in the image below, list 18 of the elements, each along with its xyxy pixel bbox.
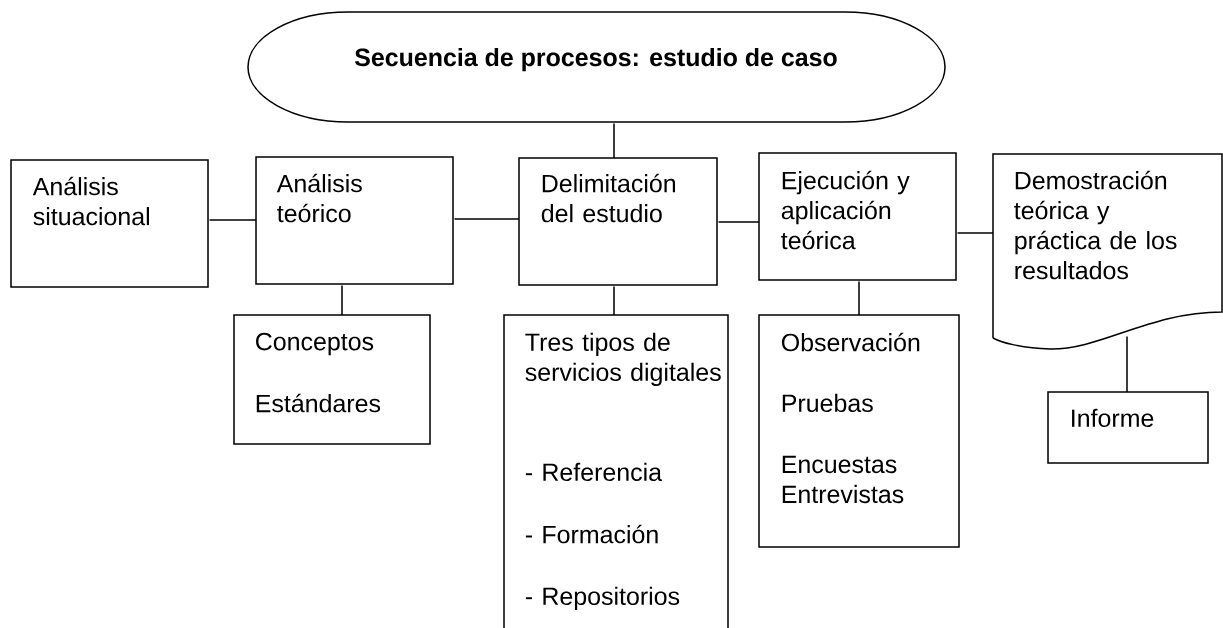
connector-line — [1126, 335, 1128, 393]
process-box: Ejecución y aplicación teórica — [758, 152, 957, 281]
connector-line — [956, 232, 994, 234]
process-box: Observación Pruebas Encuestas Entrevistas — [758, 314, 960, 548]
process-box: Análisis teórico — [255, 156, 454, 285]
connector-line — [208, 219, 257, 221]
process-box: Informe — [1047, 391, 1209, 464]
connector-line — [453, 218, 520, 220]
process-box: Análisis situacional — [10, 159, 209, 288]
document-shape: Demostración teórica y práctica de los resultados — [992, 153, 1223, 350]
process-box: Conceptos Estándares — [233, 314, 431, 445]
connector-line — [613, 285, 615, 316]
connector-line — [717, 221, 760, 223]
connector-line — [613, 122, 615, 159]
connector-line — [858, 280, 860, 316]
process-box: Tres tipos de servicios digitales - Referencia - Formación - Repositorios — [503, 314, 729, 628]
connector-line — [341, 284, 343, 316]
process-box: Delimitación del estudio — [518, 157, 718, 286]
